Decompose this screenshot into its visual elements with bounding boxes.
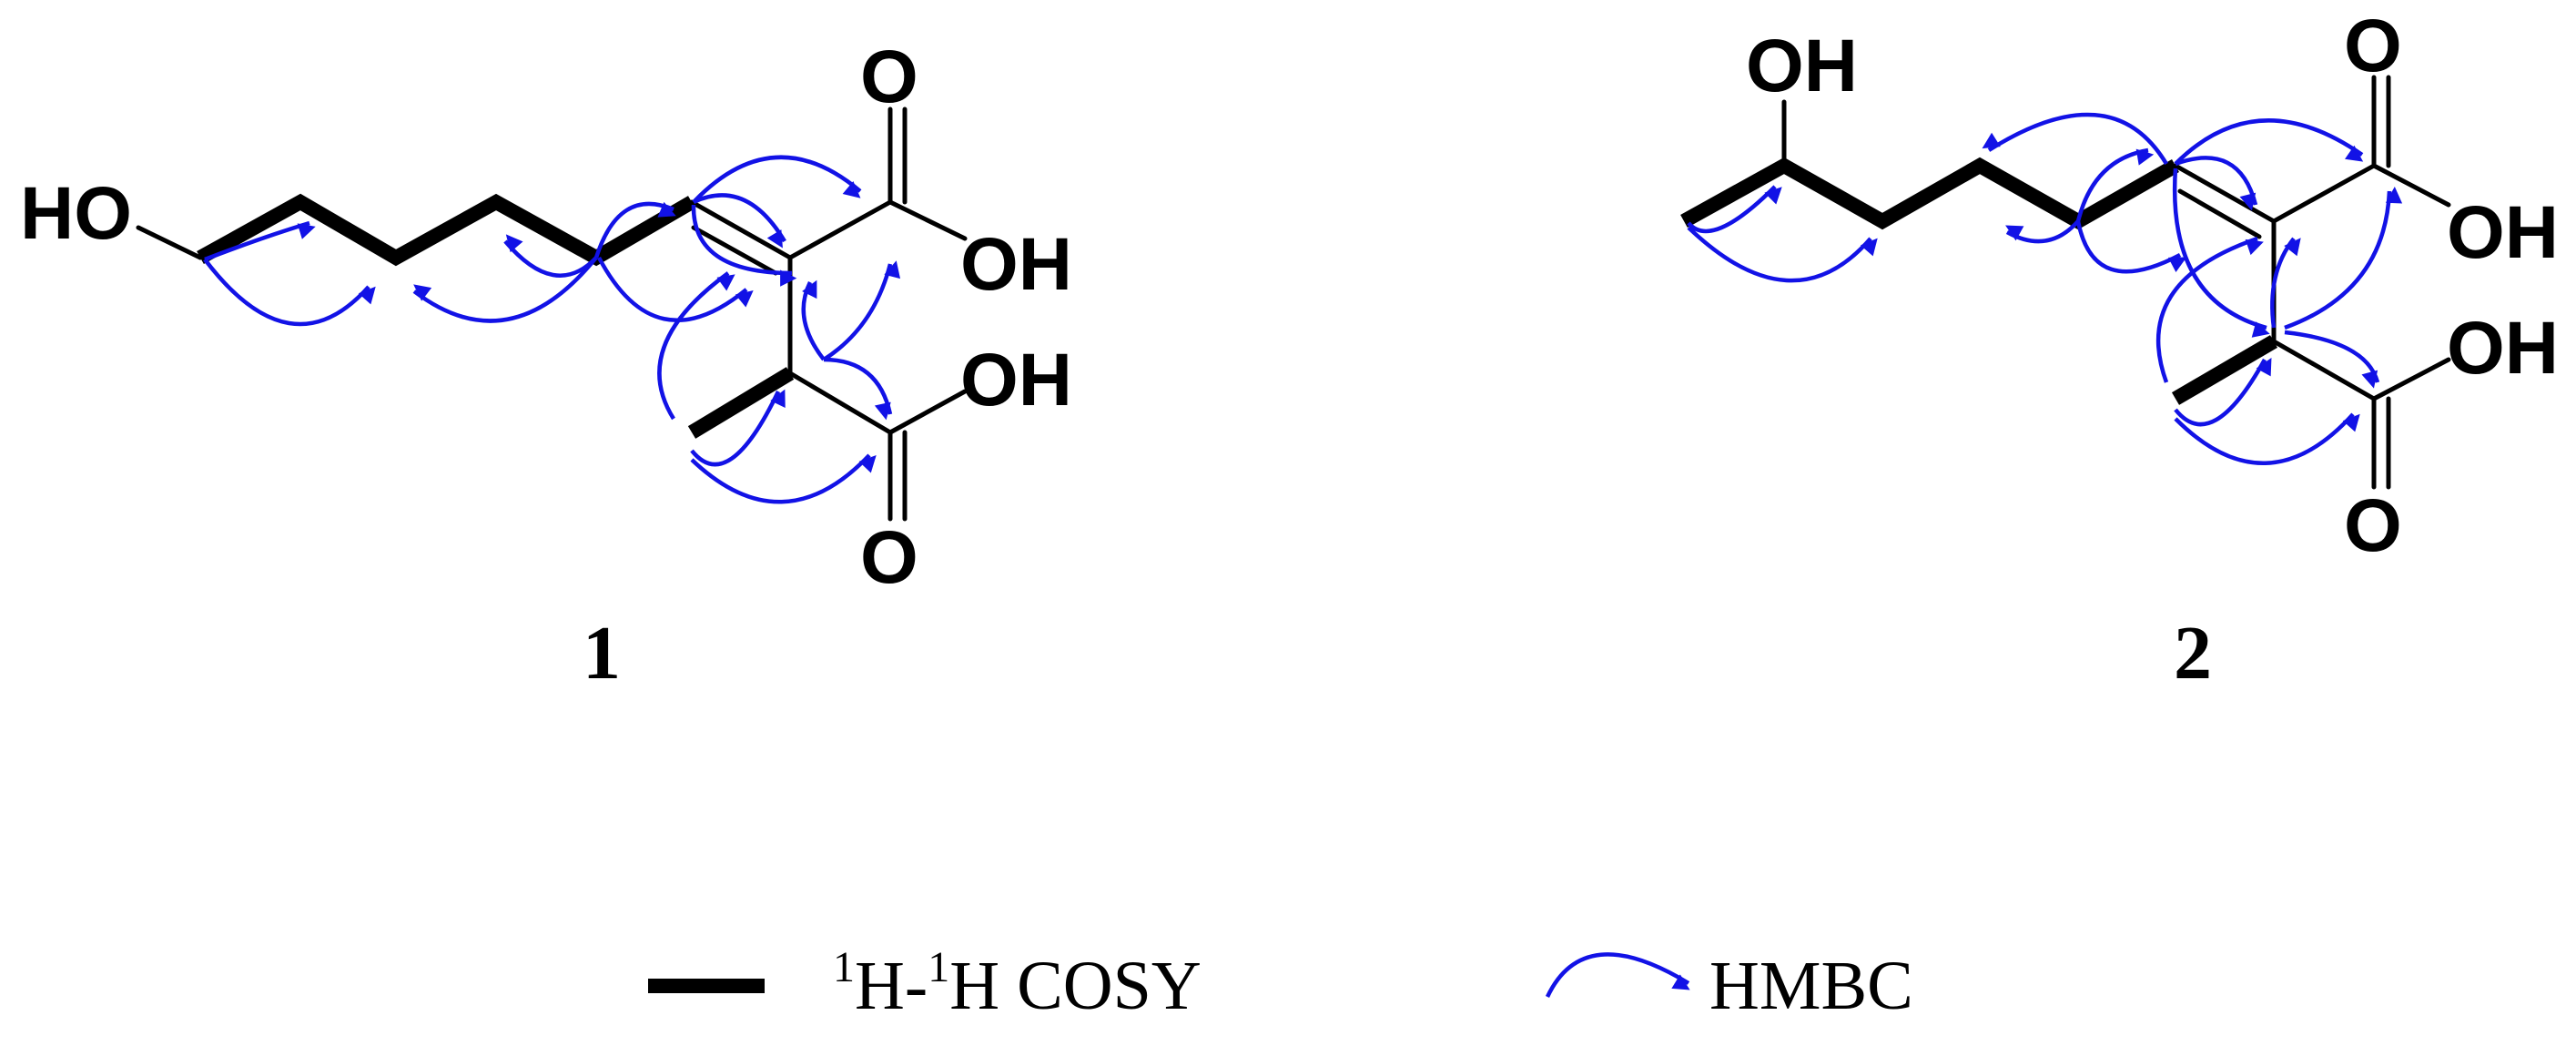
compound-2-number: 2 — [2174, 611, 2212, 696]
compound-2-bond — [2271, 163, 2377, 224]
compound-1-bond — [787, 371, 893, 435]
legend-cosy-label: 1H-1H COSY — [833, 943, 1202, 1024]
compound-1-carbonyl-o-label: O — [860, 36, 918, 118]
compound-1-bond — [887, 389, 968, 435]
hmbc-arrow — [693, 193, 786, 249]
compound-2-hydroxyl-label: OH — [1746, 25, 1858, 107]
compound-2-structure: OH O OH OH O — [1680, 5, 2559, 567]
hmbc-arrow — [823, 357, 893, 421]
hmbc-arrow — [2075, 220, 2187, 274]
compound-2-bond — [2271, 339, 2377, 401]
compound-2-double-bond — [2173, 163, 2277, 224]
hmbc-arrow — [690, 453, 877, 504]
hmbc-arrow — [204, 220, 316, 262]
compound-2-bond — [2371, 357, 2451, 401]
compound-2-carbonyl-o-label: O — [2344, 5, 2402, 87]
hmbc-arrow — [2005, 219, 2080, 244]
hmbc-arrow — [593, 201, 676, 259]
hmbc-arrow — [692, 155, 862, 204]
compound-1-carbonyl-o-label: O — [860, 516, 918, 599]
compound-2-hmbc-arrows — [1687, 112, 2403, 465]
compound-1-structure: HO O OH OH O — [20, 36, 1072, 599]
hmbc-arrow — [2175, 156, 2258, 211]
hmbc-arrow — [597, 256, 754, 322]
compound-1-bond — [136, 225, 203, 260]
compound-1-acid-oh-label: OH — [960, 223, 1072, 306]
hmbc-arrow — [2284, 330, 2380, 389]
hmbc-arrow — [822, 260, 901, 361]
hmbc-arrow — [2174, 412, 2360, 465]
compound-1-hydroxyl-label: HO — [20, 172, 132, 255]
compound-1-hmbc-arrows — [203, 155, 901, 504]
legend-hmbc-arrow — [1545, 952, 1690, 998]
compound-2-methyl-cosy — [2171, 335, 2278, 405]
hmbc-arrow — [2172, 168, 2270, 338]
compound-1-cosy-chain — [197, 193, 696, 267]
hmbc-arrow — [691, 204, 797, 287]
compound-1-number: 1 — [583, 611, 621, 696]
compound-1-acid-oh-label: OH — [960, 339, 1072, 421]
hmbc-arrow — [203, 258, 376, 327]
hmbc-arrow — [503, 234, 598, 278]
hmbc-arrow — [2284, 186, 2403, 330]
compound-1-double-bond — [689, 199, 793, 260]
hmbc-arrow — [2174, 358, 2272, 427]
hmbc-arrow — [1687, 226, 1878, 283]
hmbc-arrow — [2156, 236, 2264, 383]
compound-1-bond — [887, 199, 968, 241]
hmbc-arrow — [690, 389, 786, 467]
compound-2-cosy-chain — [1680, 157, 2179, 230]
hmbc-arrow — [801, 279, 826, 361]
compound-1-methyl-cosy — [687, 367, 795, 439]
legend-hmbc-label: HMBC — [1709, 948, 1913, 1024]
compound-2-bond — [2371, 163, 2451, 208]
hmbc-arrow — [412, 256, 598, 323]
compound-2-double-bond-inner — [2177, 188, 2262, 239]
compound-2-acid-oh-label: OH — [2447, 191, 2559, 274]
hmbc-arrow — [2174, 118, 2364, 166]
hmbc-arrow — [1687, 185, 1782, 234]
hmbc-arrow — [1982, 112, 2168, 166]
legend: 1H-1H COSY HMBC — [648, 943, 1913, 1024]
compound-1-bond — [787, 199, 893, 260]
hmbc-arrow — [2270, 237, 2301, 329]
hmbc-arrow — [2075, 147, 2155, 222]
compound-2-acid-oh-label: OH — [2447, 307, 2559, 390]
compound-2-carbonyl-o-label: O — [2344, 484, 2402, 567]
compound-1-double-bond-inner — [691, 225, 778, 276]
hmbc-arrow — [657, 271, 735, 421]
